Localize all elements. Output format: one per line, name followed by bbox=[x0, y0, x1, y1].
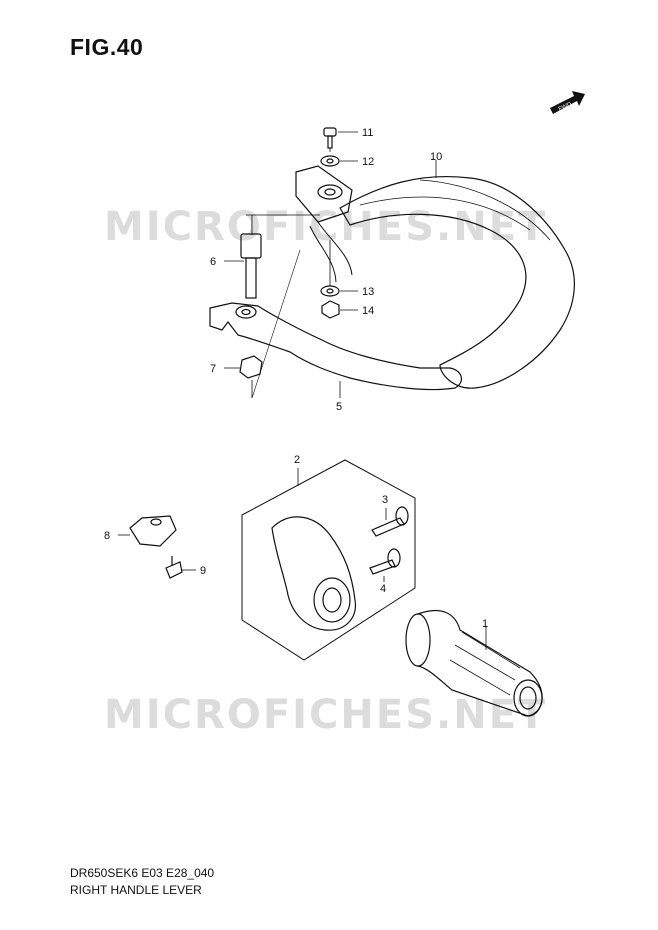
holder-frame bbox=[241, 459, 416, 661]
throttle-assembly bbox=[129, 459, 543, 717]
callout-7: 7 bbox=[210, 363, 216, 375]
leader-lines bbox=[118, 131, 487, 650]
callout-13: 13 bbox=[362, 286, 374, 298]
holder-screw-short bbox=[369, 559, 396, 575]
callout-14: 14 bbox=[362, 305, 374, 317]
brake-lever bbox=[209, 302, 463, 391]
callout-5: 5 bbox=[336, 401, 342, 413]
mount-screw bbox=[323, 127, 337, 137]
brake-switch bbox=[129, 515, 177, 547]
figure-title: FIG.40 bbox=[70, 34, 144, 60]
callout-9: 9 bbox=[200, 565, 206, 577]
holder-screw-long bbox=[371, 517, 405, 537]
throttle-holder bbox=[271, 516, 356, 631]
callout-11: 11 bbox=[362, 127, 373, 139]
watermark-bottom: MICROFICHES.NET bbox=[104, 692, 547, 738]
watermark-top: MICROFICHES.NET bbox=[104, 204, 547, 250]
mount-washer-upper bbox=[320, 155, 340, 167]
callout-2: 2 bbox=[294, 454, 300, 466]
hand-guard-assembly bbox=[209, 127, 575, 399]
mount-nut bbox=[321, 300, 340, 319]
callout-4: 4 bbox=[380, 583, 386, 595]
part-name: RIGHT HANDLE LEVER bbox=[70, 883, 202, 897]
model-code: DR650SEK6 E03 E28_040 bbox=[70, 866, 215, 880]
callout-8: 8 bbox=[104, 530, 110, 542]
fwd-arrow-icon: FWD bbox=[550, 91, 585, 114]
callout-1: 1 bbox=[482, 618, 488, 630]
lever-nut bbox=[239, 355, 263, 379]
callout-10: 10 bbox=[430, 151, 442, 163]
fwd-label: FWD bbox=[558, 101, 574, 112]
guard-bracket bbox=[295, 165, 353, 223]
hand-guard bbox=[339, 175, 575, 389]
callout-12: 12 bbox=[362, 156, 374, 168]
mount-washer-lower bbox=[320, 285, 340, 297]
callout-3: 3 bbox=[382, 494, 388, 506]
callout-6: 6 bbox=[210, 256, 216, 268]
throttle-grip bbox=[405, 609, 543, 717]
switch-screw bbox=[165, 561, 183, 579]
